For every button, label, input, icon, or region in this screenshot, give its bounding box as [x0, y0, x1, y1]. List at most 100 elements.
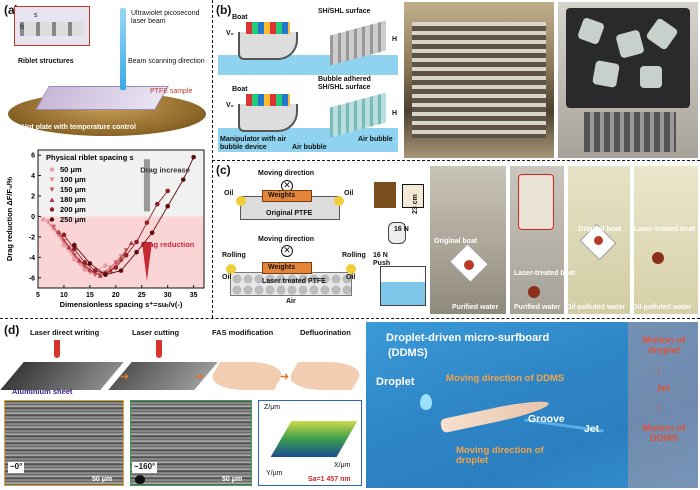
push-16n-label: 16 N	[394, 226, 409, 233]
data-point	[66, 244, 72, 250]
data-point	[118, 268, 124, 273]
x-tick-label: 10	[60, 292, 68, 299]
oil-2-right-label: Oil	[346, 274, 356, 281]
water-2	[218, 128, 398, 152]
laser-head-1-icon	[54, 340, 60, 358]
drag-reduction-arrow	[141, 242, 152, 281]
manipulator-label: Manipulator with air bubble device	[220, 136, 287, 151]
photo-c-2	[510, 166, 564, 314]
oil-left-label: Oil	[224, 190, 234, 197]
sa-label: Sa=1 457 nm	[308, 476, 351, 483]
riblet-profile-icon	[20, 22, 84, 36]
push-label: 16 N Push	[373, 252, 391, 267]
surface-2-label: Bubble adhered SH/SHL surface	[318, 76, 371, 91]
side-jet-label: Jet	[656, 383, 670, 394]
oil-2-left-icon	[226, 264, 236, 274]
angle-1-label: ~0°	[8, 462, 25, 473]
treated-boat-1-label: Laser-treated boat	[514, 270, 576, 277]
weights-1-label: Weights	[268, 192, 296, 199]
data-point	[87, 267, 93, 272]
moving-droplet-label: Moving direction of droplet	[456, 445, 544, 467]
boat-1-icon	[238, 32, 298, 60]
data-point	[92, 268, 98, 273]
drag-reduction-label: Drag reduction	[141, 240, 195, 249]
droplet-contact-icon	[135, 475, 145, 484]
legend-label: 150 μm	[60, 185, 86, 194]
plot-frame	[37, 149, 205, 289]
data-point	[97, 273, 103, 278]
y-tick-label: -2	[29, 234, 35, 241]
data-point	[103, 263, 108, 268]
x-tick-label: 30	[164, 292, 172, 299]
air-bubble-1-label: Air bubble	[292, 144, 327, 151]
rolling-right-label: Rolling	[342, 252, 366, 259]
scale-2-label: 50 μm	[222, 476, 243, 483]
data-point	[45, 219, 51, 225]
data-point	[155, 201, 160, 207]
x-tick-label: 20	[112, 292, 120, 299]
caption-oil-1: Oil-polluted water	[566, 304, 626, 311]
aluminium-sheet-label: Aluminium sheet	[12, 387, 73, 396]
step-3-label: FAS modification	[212, 328, 274, 337]
h-2-label: H	[392, 110, 398, 117]
arrow-1-icon: ➜	[120, 371, 130, 383]
cargo-1-icon	[246, 22, 290, 34]
legend-marker	[49, 197, 55, 202]
drag-reduction-region	[38, 216, 204, 288]
divider-top-d	[0, 318, 700, 319]
data-point	[87, 261, 93, 266]
weights-2-box	[262, 262, 312, 274]
legend-marker	[49, 167, 55, 172]
data-point	[77, 257, 82, 263]
arrow-2-icon: ➜	[194, 371, 204, 383]
original-boat-1-label: Original boat	[434, 238, 478, 245]
angle-2-label: ~160°	[132, 462, 158, 473]
moving-ddms-label: Moving direction of DDMS	[446, 373, 565, 384]
legend-marker	[49, 177, 55, 182]
ddms-title: Droplet-driven micro-surfboard	[386, 332, 550, 344]
panel-c-tag: (c)	[216, 163, 231, 177]
rolling-left-label: Rolling	[222, 252, 246, 259]
caption-purified-2: Purified water	[514, 304, 561, 311]
data-point	[82, 260, 87, 265]
water-tank	[380, 266, 426, 306]
motion-sidebar	[628, 322, 698, 488]
tester-block	[374, 182, 396, 208]
h-1-label: H	[392, 36, 398, 43]
x-axis-label: Dimensionless spacing s⁺=suₜ/v(-)	[60, 300, 183, 309]
photo-c-4	[634, 166, 698, 314]
oil-right-label: Oil	[344, 190, 354, 197]
height-label: 23 cm	[412, 194, 419, 214]
data-point	[113, 265, 119, 270]
side-arrow-1-icon: ↓	[656, 362, 662, 376]
water-1	[218, 55, 398, 75]
panel-b-tag: (b)	[216, 3, 232, 17]
tester-box	[402, 184, 424, 208]
legend-label: 50 μm	[60, 165, 82, 174]
data-point	[82, 267, 87, 272]
photo-c-3	[568, 166, 630, 314]
groove-label: Groove	[528, 413, 565, 425]
surface-3d-plot	[258, 400, 362, 486]
riblets-label: Riblet structures	[18, 58, 74, 65]
jet-label: Jet	[584, 423, 600, 435]
x-tick-label: 25	[138, 292, 146, 299]
x-tick-label: 15	[86, 292, 94, 299]
data-point	[191, 154, 196, 160]
droplet-icon	[420, 394, 432, 410]
step-2-label: Laser cutting	[132, 328, 180, 337]
data-point	[72, 242, 77, 248]
y-axis-label: Drag reduction ΔF/F₀/%	[5, 177, 14, 262]
data-point	[51, 224, 57, 230]
sem-image-1	[4, 400, 124, 486]
dim-s-label: s	[34, 12, 38, 19]
data-point	[113, 260, 119, 265]
y-tick-label: -4	[29, 255, 35, 262]
sheet-1	[0, 362, 124, 390]
weights-2-label: Weights	[268, 264, 296, 271]
air-bubble-2-label: Air bubble	[358, 136, 393, 143]
caption-purified-1: Purified water	[452, 304, 499, 311]
v0-2-label: V₀	[226, 102, 234, 109]
drag-increase-region	[38, 150, 204, 217]
side-motion-droplet-label: Motion of droplet	[642, 335, 686, 357]
